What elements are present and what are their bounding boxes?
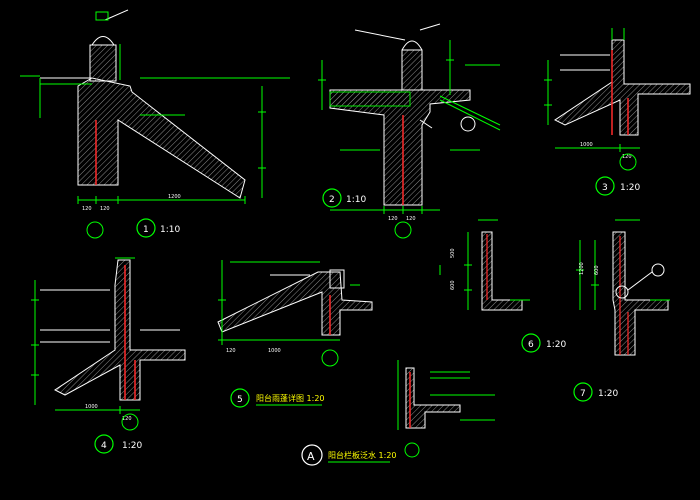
detail-2-slab: [329, 89, 471, 206]
detail-1-dim: 120: [82, 206, 92, 212]
detail-2-number-circle: [322, 188, 342, 208]
detail-2-scale: 1:10: [346, 195, 366, 205]
detail-1-section: [77, 77, 246, 199]
detail-6-dim: 600: [450, 280, 456, 290]
detail-7-scale: 1:20: [598, 389, 618, 399]
detail-5-number: 5: [237, 395, 243, 405]
detail-2-ref-circle: [394, 221, 412, 239]
detail-5: 120 1000 5 阳台雨蓬详图 1:20: [217, 260, 373, 408]
detail-a-marker: A: [307, 450, 315, 463]
detail-5-ref-circle: [321, 349, 339, 367]
detail-7-dim: 600: [594, 265, 600, 275]
detail-a: A 阳台栏板泛水 1:20: [301, 360, 495, 466]
detail-6-number-circle: [521, 333, 541, 353]
detail-4-section: [54, 259, 186, 401]
detail-2: 120 120 2 1:10: [318, 23, 501, 239]
detail-3-dim: 1000: [580, 142, 593, 148]
detail-4-dim: 1000: [85, 404, 98, 410]
detail-4-number: 4: [101, 441, 107, 451]
detail-4: 1000 120 4 1:20: [31, 257, 186, 454]
detail-5-dim: 120: [226, 348, 236, 354]
detail-2-dim: 120: [406, 216, 416, 222]
detail-4-ref-circle: [121, 413, 139, 431]
detail-6: 500 600 6 1:20: [439, 219, 566, 353]
detail-a-title: 阳台栏板泛水 1:20: [328, 450, 397, 460]
detail-6-section: [481, 231, 523, 311]
detail-4-dim: 120: [122, 416, 132, 422]
detail-a-ref-circle: [404, 442, 420, 458]
detail-7-number: 7: [580, 389, 586, 399]
detail-7-dim: 1200: [579, 262, 585, 275]
detail-2-coping: [401, 40, 423, 51]
detail-5-dim: 1000: [268, 348, 281, 354]
detail-5-section: [217, 271, 373, 336]
detail-7-callout-a: [651, 263, 665, 277]
detail-5-number-circle: [230, 388, 250, 408]
detail-6-scale: 1:20: [546, 340, 566, 350]
detail-3-dim: 120: [622, 154, 632, 160]
detail-a-marker-circle: [301, 444, 323, 466]
detail-1-dim: 120: [100, 206, 110, 212]
detail-3-number: 3: [602, 183, 608, 193]
detail-2-number: 2: [329, 195, 335, 205]
detail-6-number: 6: [528, 340, 534, 350]
detail-1-parapet: [89, 44, 117, 82]
detail-1-scale: 1:10: [160, 225, 180, 235]
detail-1-ref-circle: [86, 221, 104, 239]
detail-5-title: 阳台雨蓬详图 1:20: [256, 393, 325, 403]
detail-3-number-circle: [595, 176, 615, 196]
detail-1-coping: [91, 36, 115, 46]
detail-a-section: [405, 367, 461, 429]
detail-3-section: [554, 39, 691, 136]
detail-3-scale: 1:20: [620, 183, 640, 193]
detail-1-dim: 1200: [168, 194, 181, 200]
detail-2-parapet: [401, 49, 423, 91]
detail-7: 1200 600 7 1:20: [573, 219, 670, 402]
detail-7-section: [612, 231, 669, 356]
detail-1-number: 1: [143, 225, 149, 235]
detail-1-number-circle: [136, 218, 156, 238]
detail-2-dim: 120: [388, 216, 398, 222]
detail-1: 120 120 1200 1 1:10: [20, 9, 290, 239]
detail-4-number-circle: [94, 434, 114, 454]
detail-7-number-circle: [573, 382, 593, 402]
detail-3-ref-circle: [619, 153, 637, 171]
detail-4-scale: 1:20: [122, 441, 142, 451]
detail-3: 1000 120 3 1:20: [544, 28, 691, 196]
detail-6-dim: 500: [450, 248, 456, 258]
